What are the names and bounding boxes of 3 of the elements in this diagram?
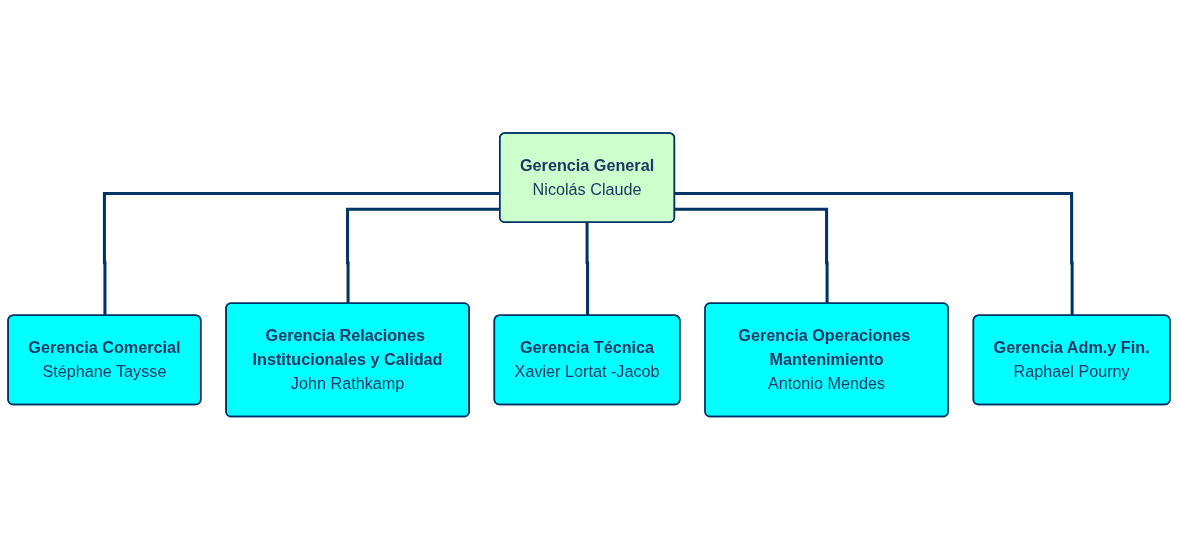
connector <box>585 221 590 316</box>
connector <box>674 207 829 304</box>
connector <box>674 192 1074 316</box>
